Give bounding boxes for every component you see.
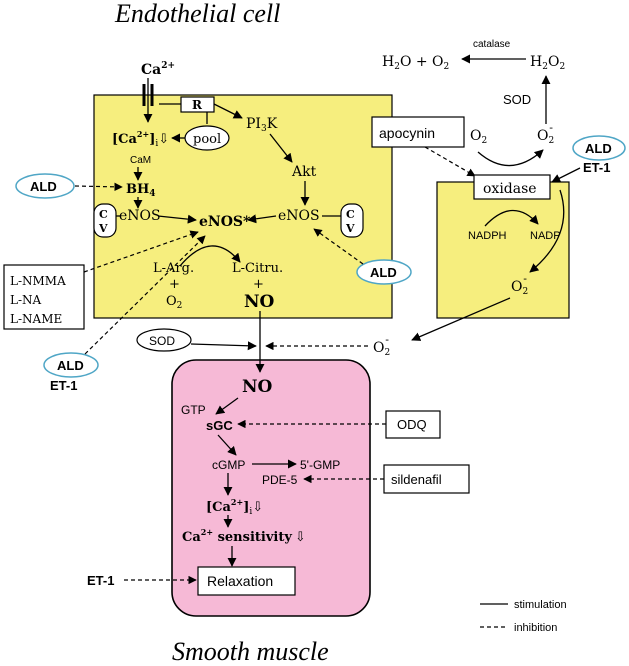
sod-label-top: SOD <box>503 92 531 107</box>
cam-label: CaM <box>130 155 151 166</box>
enos-right-label: eNOS <box>278 208 320 224</box>
svg-text:V: V <box>98 222 108 235</box>
et1-label-bottom: ET-1 <box>87 573 114 588</box>
superoxide-bottom-label: O2- <box>373 333 390 358</box>
odq-label: ODQ <box>397 417 427 432</box>
arg-to-citru-arrow <box>179 245 241 267</box>
svg-text:C: C <box>99 208 108 221</box>
svg-text:L-NMMA: L-NMMA <box>10 274 66 288</box>
gmp-label: 5'-GMP <box>300 458 340 472</box>
ca-sensitivity-label: Ca2+ sensitivity⇩ <box>182 527 306 545</box>
legend-inhibition-label: inhibition <box>514 622 557 634</box>
svg-text:ALD: ALD <box>585 141 612 156</box>
svg-text:+: + <box>169 277 180 292</box>
arg-label: L-Arg. <box>153 261 194 276</box>
legend-stimulation-label: stimulation <box>514 599 567 611</box>
superoxide-top-label: O2- <box>537 121 554 146</box>
enos-star-label: eNOS* <box>199 214 251 230</box>
cgmp-label: cGMP <box>212 458 245 472</box>
no-label-smooth: NO <box>242 377 273 397</box>
gtp-label: GTP <box>181 403 206 417</box>
caveola-left <box>93 203 117 238</box>
et1-label-right: ET-1 <box>583 160 610 175</box>
ald-ellipse-oxidase <box>572 135 626 161</box>
ca-i-label: [Ca2+]i⇩ <box>112 129 169 149</box>
endothelial-cell-title: Endothelial cell <box>114 0 280 28</box>
ca-label: Ca2+ <box>141 61 175 78</box>
catalase-label: catalase <box>473 39 511 50</box>
o2-label: O2 <box>166 294 182 311</box>
nos-inhibitors-box <box>3 264 85 330</box>
endothelial-cell-box <box>93 94 393 319</box>
pde5-label: PDE-5 <box>262 473 298 487</box>
oxidase-cell-box <box>436 181 570 319</box>
o2-oxidase-label: O2 <box>470 128 487 146</box>
sgc-label: sGC <box>206 418 233 433</box>
superoxide-mid-label: O2- <box>511 272 528 297</box>
relaxation-label: Relaxation <box>207 573 273 589</box>
svg-text:C: C <box>346 208 355 221</box>
h2o2-label: H2O2 <box>530 54 565 72</box>
sildenafil-box <box>383 464 470 494</box>
water-oxygen-label: H2O + O2 <box>382 54 449 72</box>
svg-text:ALD: ALD <box>30 179 57 194</box>
pool-label: pool <box>193 132 221 147</box>
ca-i-smooth-label: [Ca2+]i⇩ <box>206 497 263 517</box>
no-label-endothelial: NO <box>244 292 275 312</box>
oxidase-label: oxidase <box>483 181 537 197</box>
nadp-label: NADP <box>530 230 561 242</box>
caveola-right <box>340 203 364 238</box>
ald-ellipse-enos <box>43 352 99 378</box>
svg-text:ALD: ALD <box>370 265 397 280</box>
ald-ellipse-right-enos <box>356 259 412 285</box>
receptor-label: R <box>192 98 203 112</box>
et1-label-left: ET-1 <box>50 378 77 393</box>
oxidase-box <box>473 174 551 200</box>
bh4-label: BH4 <box>126 182 156 199</box>
sod-ellipse <box>136 328 192 352</box>
enos-left-label: eNOS <box>119 208 161 224</box>
svg-text:V: V <box>345 222 355 235</box>
apocynin-label: apocynin <box>379 125 435 141</box>
svg-text:L-NA: L-NA <box>10 293 42 307</box>
sildenafil-label: sildenafil <box>391 472 442 487</box>
ald-ellipse-bh4 <box>15 173 75 199</box>
akt-label: Akt <box>291 164 317 180</box>
apocynin-box <box>371 116 465 148</box>
odq-box <box>385 410 441 439</box>
citru-label: L-Citru. <box>232 261 283 276</box>
sod-label: SOD <box>149 334 175 348</box>
relaxation-box <box>197 566 296 596</box>
svg-text:L-NAME: L-NAME <box>10 312 62 326</box>
svg-text:ALD: ALD <box>57 358 84 373</box>
svg-text:+: + <box>253 277 264 292</box>
pi3k-label: PI3K <box>246 116 278 134</box>
nadph-label: NADPH <box>468 230 507 242</box>
smooth-muscle-title: Smooth muscle <box>172 637 329 666</box>
